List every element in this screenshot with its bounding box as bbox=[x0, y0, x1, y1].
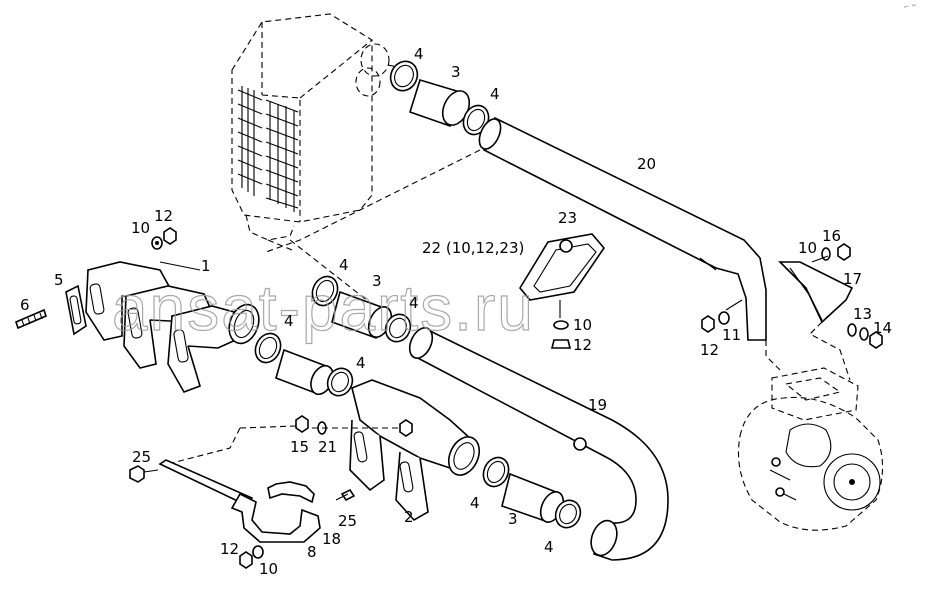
callout-10-a: 10 bbox=[131, 219, 150, 237]
upper-hose-assembly bbox=[389, 60, 767, 341]
lower-pipe-19 bbox=[408, 327, 669, 561]
nut-washer-bottom bbox=[239, 545, 264, 569]
callout-18: 18 bbox=[322, 530, 341, 548]
callout-16: 16 bbox=[822, 227, 841, 245]
callout-19: 19 bbox=[588, 396, 607, 414]
callout-25-a: 25 bbox=[132, 448, 151, 466]
callout-10-b: 10 bbox=[573, 316, 592, 334]
callout-4-c: 4 bbox=[339, 256, 349, 274]
callout-4-h: 4 bbox=[544, 538, 554, 556]
watermark-text: ansat-parts.ru bbox=[112, 272, 535, 344]
callout-12-a: 12 bbox=[154, 207, 173, 225]
callout-8: 8 bbox=[307, 543, 317, 561]
callout-10-d: 10 bbox=[259, 560, 278, 578]
callout-12-d: 12 bbox=[220, 540, 239, 558]
callout-14: 14 bbox=[873, 319, 892, 337]
manifold-rear bbox=[349, 379, 481, 522]
callout-12-c: 12 bbox=[700, 341, 719, 359]
callout-5: 5 bbox=[54, 271, 64, 289]
callout-12-b: 12 bbox=[573, 336, 592, 354]
corner-mark: ⌐ ™ bbox=[904, 4, 917, 11]
callout-4-f: 4 bbox=[356, 354, 366, 372]
callout-20: 20 bbox=[637, 155, 656, 173]
callout-21: 21 bbox=[318, 438, 337, 456]
middle-hoses bbox=[254, 275, 412, 397]
callout-3-upper: 3 bbox=[451, 63, 461, 81]
manifold-front bbox=[85, 261, 260, 393]
clamp-bracket-8 bbox=[129, 459, 356, 543]
callout-15: 15 bbox=[290, 438, 309, 456]
gasket-5 bbox=[65, 284, 87, 336]
callout-2: 2 bbox=[404, 508, 414, 526]
bolt-15-washer-21 bbox=[167, 415, 413, 465]
callout-22: 22 (10,12,23) bbox=[422, 239, 524, 257]
bracket-17 bbox=[778, 243, 883, 349]
callout-17: 17 bbox=[843, 270, 862, 288]
callout-10-c: 10 bbox=[798, 239, 817, 257]
callout-11: 11 bbox=[722, 326, 741, 344]
support-bracket-22 bbox=[519, 233, 606, 349]
callout-25-b: 25 bbox=[338, 512, 357, 530]
turbocharger bbox=[737, 367, 884, 531]
callout-4-a: 4 bbox=[414, 45, 424, 63]
callout-4-d: 4 bbox=[409, 294, 419, 312]
lower-hoses bbox=[482, 456, 582, 529]
callout-4-g: 4 bbox=[470, 494, 480, 512]
callout-4-b: 4 bbox=[490, 85, 500, 103]
callout-13: 13 bbox=[853, 305, 872, 323]
nut-washer-right bbox=[701, 299, 743, 333]
callout-1: 1 bbox=[201, 257, 211, 275]
callout-4-e: 4 bbox=[284, 312, 294, 330]
callout-3-middle: 3 bbox=[372, 272, 382, 290]
callout-23: 23 bbox=[558, 209, 577, 227]
callout-3-lower: 3 bbox=[508, 510, 518, 528]
callout-6: 6 bbox=[20, 296, 30, 314]
nut-washer-top-left bbox=[151, 227, 177, 250]
stud-6 bbox=[15, 308, 47, 330]
intercooler-core bbox=[231, 13, 390, 251]
